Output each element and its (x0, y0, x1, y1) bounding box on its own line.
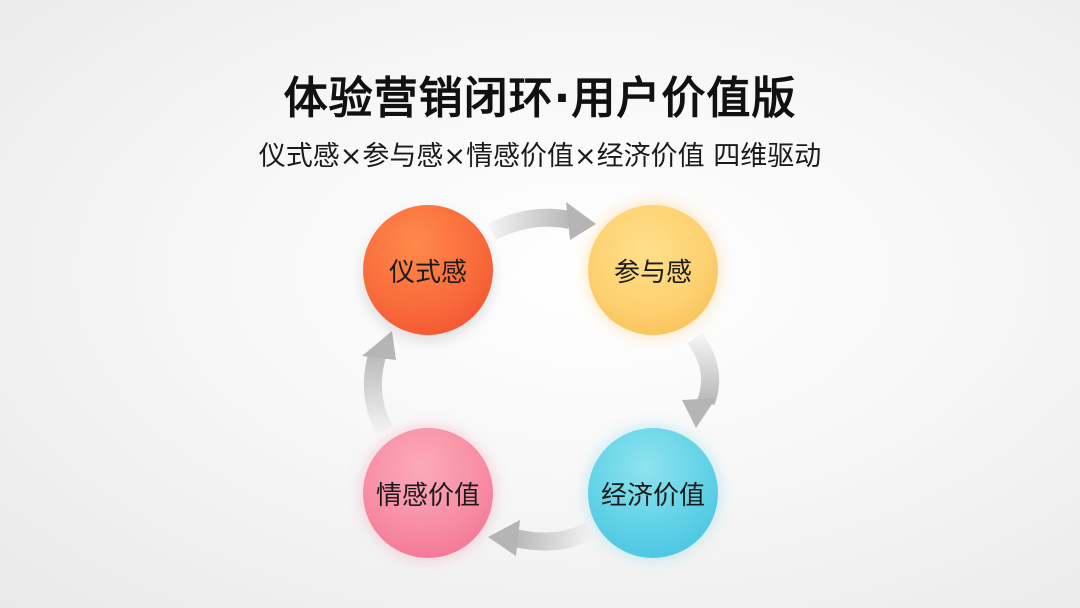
arrow-right-icon (487, 202, 596, 241)
arrow-down-icon (682, 332, 720, 428)
arrow-left-icon (488, 520, 595, 556)
node-economic-value: 经济价值 (588, 428, 718, 558)
node-participation: 参与感 (588, 205, 718, 335)
arrow-up-icon (362, 331, 396, 435)
page-subtitle: 仪式感×参与感×情感价值×经济价值 四维驱动 (258, 141, 822, 172)
node-emotional-value: 情感价值 (363, 428, 493, 558)
page-title: 体验营销闭环·用户价值版 (283, 73, 797, 124)
node-ritual: 仪式感 (363, 205, 493, 335)
